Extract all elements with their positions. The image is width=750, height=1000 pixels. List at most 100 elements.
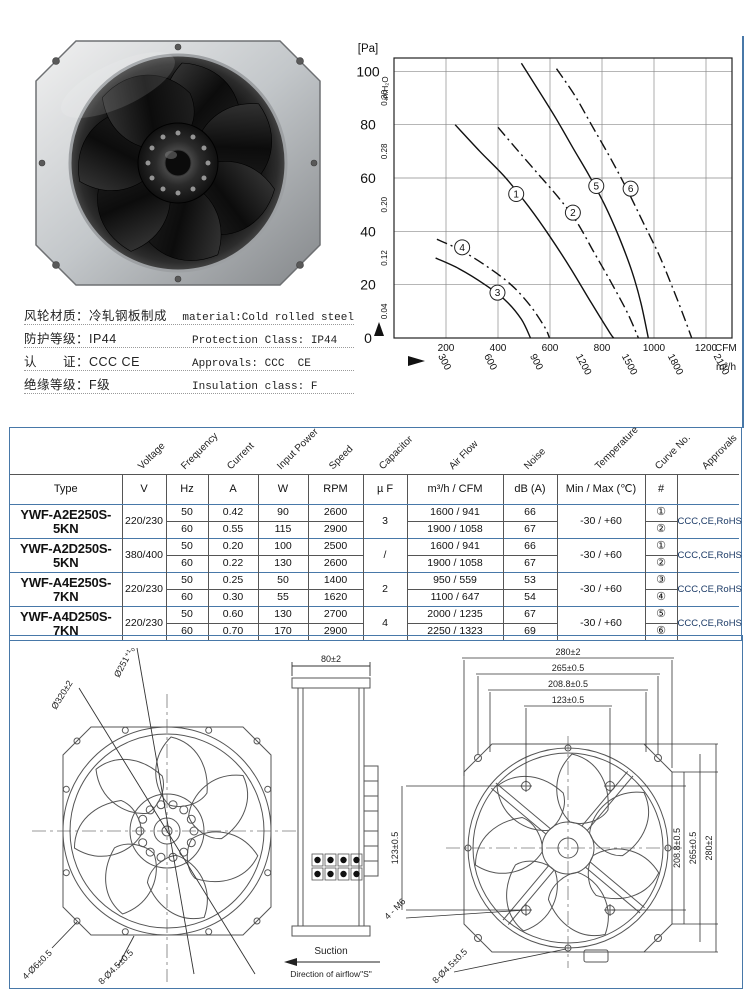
cable-box <box>583 949 609 963</box>
dim-outer-diameter: Ø320±2 <box>49 679 74 711</box>
airflow-value: 1600 / 941 <box>406 538 503 556</box>
suction-arrow <box>284 958 380 966</box>
info-approvals-en: Approvals: CCC CE <box>192 358 311 370</box>
svg-text:900: 900 <box>527 352 545 372</box>
svg-text:1200: 1200 <box>695 343 718 354</box>
label-mounting-studs: 4 - M6 <box>382 896 407 921</box>
svg-text:800: 800 <box>594 343 611 354</box>
noise-value: 54 <box>502 589 557 607</box>
power-value: 115 <box>257 521 308 539</box>
dim-width-holes: 208.8±0.5 <box>548 679 588 689</box>
col-capacitor: µ F <box>362 474 407 505</box>
guard-spokes <box>491 771 645 925</box>
center-lines <box>446 736 682 968</box>
header-voltage: Voltage <box>136 440 168 472</box>
frequency-value: 60 <box>165 521 208 539</box>
capacitor-value: / <box>362 538 407 573</box>
mounting-plate <box>62 726 272 936</box>
svg-text:1500: 1500 <box>619 352 639 377</box>
page-right-border <box>742 36 744 428</box>
current-value: 0.42 <box>207 504 258 522</box>
svg-text:[Pa]: [Pa] <box>358 43 378 55</box>
approvals-value: CCC,CE,RoHS <box>676 606 742 640</box>
col-temperature: Min / Max (℃) <box>556 474 645 505</box>
svg-text:1: 1 <box>513 190 519 201</box>
svg-text:1800: 1800 <box>665 352 685 377</box>
power-value: 55 <box>257 589 308 607</box>
header-input-power: Input Power <box>275 426 321 472</box>
current-value: 0.60 <box>207 606 258 624</box>
fan-photo-image <box>35 40 321 286</box>
spec-table: Type V Hz A W RPM µ F m³/h / CFM dB (A) … <box>10 474 742 640</box>
svg-text:200: 200 <box>438 343 455 354</box>
dimension-leaders <box>51 647 256 975</box>
svg-text:0.12: 0.12 <box>380 250 389 266</box>
power-value: 90 <box>257 504 308 522</box>
curve-number: ③ <box>644 572 677 590</box>
info-row-approvals: 认 证：CCC CE Approvals: CCC CE <box>24 348 354 371</box>
current-value: 0.22 <box>207 555 258 573</box>
airflow-value: 1900 / 1058 <box>406 521 503 539</box>
curve-number: ② <box>644 521 677 539</box>
dim-height-mount: 265±0.5 <box>688 832 698 864</box>
voltage-value: 220/230 <box>121 572 166 607</box>
suction-label: Suction <box>314 946 347 957</box>
frequency-value: 50 <box>165 538 208 556</box>
rear-view-drawing: 280±2 265±0.5 208.8±0.5 123±0.5 208.8±0.… <box>382 647 718 986</box>
unit-header-row: Type V Hz A W RPM µ F m³/h / CFM dB (A) … <box>10 474 739 505</box>
info-insulation-zh: 绝缘等级：F级 <box>24 378 111 392</box>
col-airflow: m³/h / CFM <box>406 474 503 505</box>
side-view-drawing: 80±2 Suction Direction of airflow"S" <box>284 654 380 979</box>
speed-value: 2600 <box>307 504 363 522</box>
frequency-value: 50 <box>165 572 208 590</box>
curve-number: ① <box>644 538 677 556</box>
temperature-value: -30 / +60 <box>556 572 645 607</box>
svg-text:100: 100 <box>356 63 380 79</box>
noise-value: 67 <box>502 521 557 539</box>
info-material-zh: 风轮材质：冷轧钢板制成 <box>24 309 168 323</box>
dim-width-outer: 280±2 <box>556 647 581 657</box>
svg-text:400: 400 <box>490 343 507 354</box>
curve-number: ⑤ <box>644 606 677 624</box>
dim-impeller-diameter: Ø251⁺¹₀ <box>112 644 137 679</box>
depth-dimension <box>291 662 371 676</box>
svg-text:0.28: 0.28 <box>380 143 389 159</box>
info-insulation-en: Insulation class: F <box>192 381 318 393</box>
header-frequency: Frequency <box>179 430 221 472</box>
frequency-value: 50 <box>165 504 208 522</box>
svg-text:1000: 1000 <box>643 343 666 354</box>
svg-text:4: 4 <box>459 243 465 254</box>
noise-value: 67 <box>502 606 557 624</box>
hub-bolt-ring <box>145 130 211 196</box>
approvals-value: CCC,CE,RoHS <box>676 572 742 607</box>
svg-text:1200: 1200 <box>573 352 593 377</box>
svg-text:3: 3 <box>495 288 501 299</box>
power-value: 50 <box>257 572 308 590</box>
col-speed: RPM <box>307 474 363 505</box>
svg-text:40: 40 <box>360 223 376 239</box>
voltage-value: 220/230 <box>121 504 166 539</box>
spec-info-block: 风轮材质：冷轧钢板制成 material:Cold rolled steel 防… <box>24 302 354 394</box>
info-row-insulation: 绝缘等级：F级 Insulation class: F <box>24 371 354 394</box>
header-capacitor: Capacitor <box>377 433 416 472</box>
header-noise: Noise <box>522 446 549 472</box>
noise-value: 67 <box>502 555 557 573</box>
capacitor-value: 2 <box>362 572 407 607</box>
temperature-value: -30 / +60 <box>556 606 645 640</box>
svg-text:0.04: 0.04 <box>380 303 389 319</box>
dimension-drawings-section: Ø251⁺¹₀ Ø320±2 4-Ø6±0.5 8-Ø4.5±0.5 <box>9 635 743 989</box>
svg-text:m³/h: m³/h <box>716 362 736 373</box>
label-plate-holes: 8-Ø4.5±0.5 <box>430 947 469 986</box>
curve-number: ④ <box>644 589 677 607</box>
terminal-block <box>311 853 363 881</box>
noise-value: 53 <box>502 572 557 590</box>
diagonal-header-row: Voltage Frequency Current Input Power Sp… <box>10 425 741 474</box>
header-speed: Speed <box>327 443 356 472</box>
svg-text:2: 2 <box>570 208 576 219</box>
